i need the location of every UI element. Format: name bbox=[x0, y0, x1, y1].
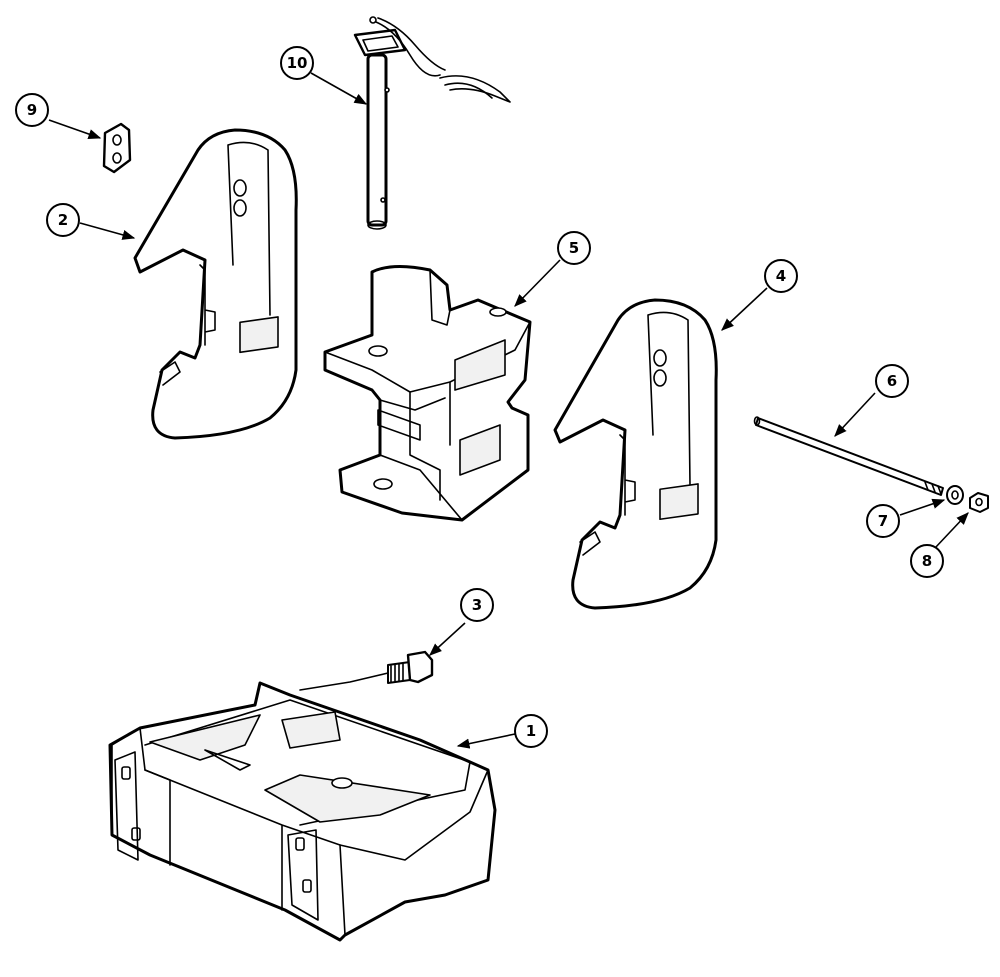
callout-5: 5 bbox=[557, 231, 591, 265]
callout-6-label: 6 bbox=[887, 372, 897, 390]
callout-2-label: 2 bbox=[58, 211, 68, 229]
bolt-part bbox=[387, 650, 434, 684]
callout-1: 1 bbox=[514, 714, 548, 748]
weight-right-part bbox=[553, 298, 718, 610]
tie-rod-part bbox=[753, 416, 944, 496]
callout-7: 7 bbox=[866, 504, 900, 538]
callout-8-label: 8 bbox=[922, 552, 932, 570]
callout-10-label: 10 bbox=[287, 54, 308, 72]
nut-part bbox=[969, 492, 989, 513]
callout-9: 9 bbox=[15, 93, 49, 127]
callout-7-label: 7 bbox=[878, 512, 888, 530]
callout-8: 8 bbox=[910, 544, 944, 578]
front-weight-bracket-part bbox=[108, 672, 497, 942]
leader-lines bbox=[48, 72, 969, 749]
callout-9-label: 9 bbox=[27, 101, 37, 119]
weight-left-part bbox=[133, 128, 298, 440]
callout-6: 6 bbox=[875, 364, 909, 398]
callout-2: 2 bbox=[46, 203, 80, 237]
callout-3: 3 bbox=[460, 588, 494, 622]
pin-part bbox=[353, 16, 511, 230]
callout-5-label: 5 bbox=[569, 239, 579, 257]
callout-1-label: 1 bbox=[526, 722, 536, 740]
callout-10: 10 bbox=[280, 46, 314, 80]
callout-4-label: 4 bbox=[776, 267, 786, 285]
washer-part bbox=[946, 485, 964, 505]
callout-3-label: 3 bbox=[472, 596, 482, 614]
plate-part bbox=[102, 122, 132, 174]
callout-4: 4 bbox=[764, 259, 798, 293]
center-weight-part bbox=[323, 265, 532, 522]
